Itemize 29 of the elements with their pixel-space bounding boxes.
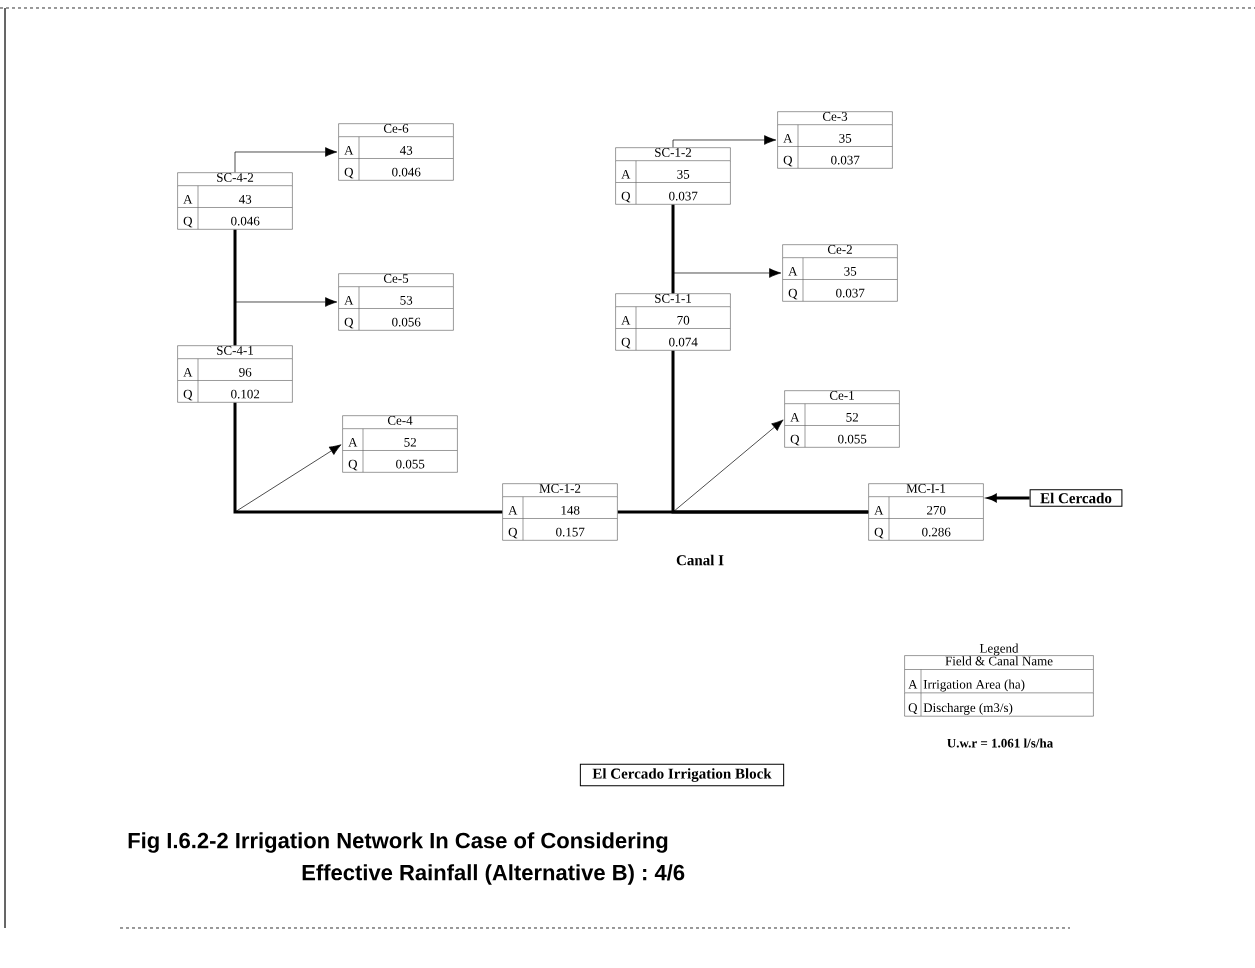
- canal-line: [671, 350, 869, 514]
- arrow: [672, 135, 777, 148]
- canal-line: [233, 402, 503, 514]
- canal-table: SC-1-1 A 70 Q 0.074: [615, 293, 731, 351]
- canal-table: Ce-1 A 52 Q 0.055: [784, 390, 900, 448]
- canal-line: [671, 204, 675, 294]
- canal-table: SC-4-2 A 43 Q 0.046: [177, 172, 293, 230]
- canal-line: [987, 494, 1030, 502]
- note-text: U.w.r = 1.061 l/s/ha: [947, 738, 1053, 748]
- canal-table: SC-1-2 A 35 Q 0.037: [615, 147, 731, 205]
- arrow: [234, 147, 338, 173]
- canal-line: [233, 229, 237, 346]
- arrow: [672, 419, 869, 513]
- legend-table: Legend Field & Canal Name A Irrigation Area (ha) Q Discharge (m3/s): [904, 643, 1094, 717]
- canal-table: Ce-5 A 53 Q 0.056: [338, 273, 454, 331]
- canal-table: Ce-4 A 52 Q 0.055: [342, 415, 458, 473]
- canal-table: SC-4-1 A 96 Q 0.102: [177, 345, 293, 403]
- block-name-box: El Cercado Irrigation Block: [579, 763, 785, 787]
- source-box: El Cercado: [1029, 489, 1123, 507]
- arrow: [234, 444, 503, 513]
- figure-title: Fig I.6.2-2 Irrigation Network In Case of Considering Effective Rainfall (Alternative B) : 4/6: [128, 832, 685, 885]
- canal-table: Ce-3 A 35 Q 0.037: [777, 111, 893, 169]
- arrow: [672, 268, 782, 294]
- canal-table: Ce-2 A 35 Q 0.037: [782, 244, 898, 302]
- canal-name: Canal I: [676, 554, 724, 566]
- canal-table: MC-I-1 A 270 Q 0.286: [868, 483, 984, 541]
- canal-table: Ce-6 A 43 Q 0.046: [338, 123, 454, 181]
- arrow: [234, 297, 338, 346]
- canal-table: MC-1-2 A 148 Q 0.157: [502, 483, 618, 541]
